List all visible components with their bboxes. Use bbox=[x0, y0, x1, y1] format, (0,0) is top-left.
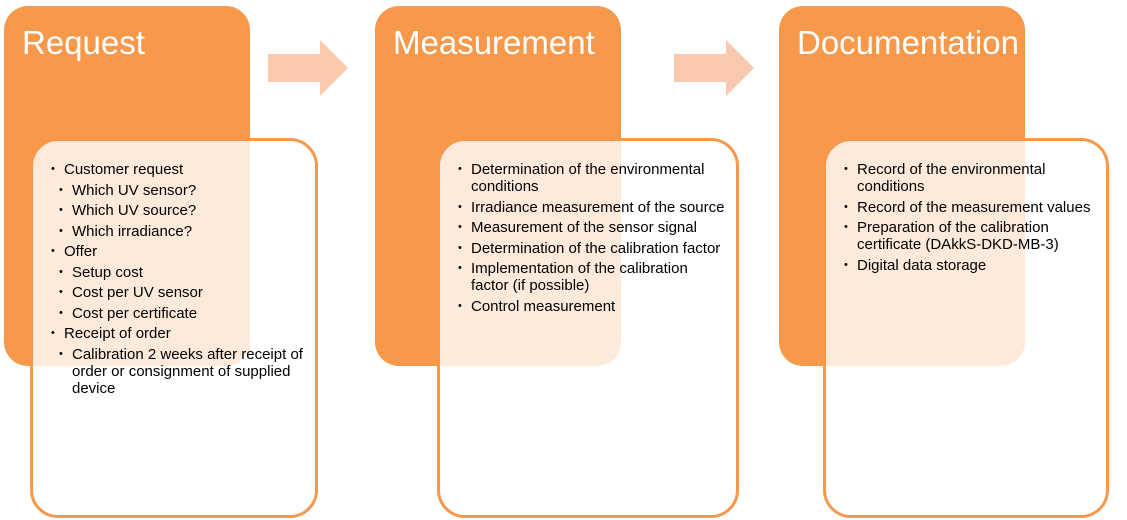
bullet-list-documentation: Record of the environmental conditionsRe… bbox=[844, 161, 1096, 277]
bullet-item: Implementation of the calibration factor… bbox=[458, 260, 726, 294]
bullet-item: Control measurement bbox=[458, 298, 726, 315]
bullet-item: Record of the environmental conditions bbox=[844, 161, 1096, 195]
stage-card-request: Customer requestWhich UV sensor? Which UV… bbox=[30, 138, 318, 518]
sub-bullet-item: Which UV sensor? bbox=[59, 182, 305, 199]
sub-bullet-item: Which UV source? bbox=[59, 202, 305, 219]
bullet-item: Determination of the calibration factor bbox=[458, 240, 726, 257]
right-arrow-icon bbox=[674, 40, 754, 96]
bullet-item: Customer request bbox=[51, 161, 305, 178]
bullet-list-request: Customer requestWhich UV sensor? Which UV… bbox=[51, 161, 305, 400]
sub-bullet-item: Cost per UV sensor bbox=[59, 284, 305, 301]
stage-title-measurement: Measurement bbox=[393, 24, 595, 61]
sub-bullet-item: Calibration 2 weeks after receipt of ord… bbox=[59, 346, 305, 397]
bullet-item: Determination of the environmental condi… bbox=[458, 161, 726, 195]
sub-bullet-item: Which irradiance? bbox=[59, 223, 305, 240]
right-arrow-icon bbox=[268, 40, 348, 96]
bullet-item: Preparation of the calibration certifica… bbox=[844, 219, 1096, 253]
stage-card-measurement: Determination of the environmental condi… bbox=[437, 138, 739, 518]
sub-bullet-item: Cost per certificate bbox=[59, 305, 305, 322]
bullet-item: Record of the measurement values bbox=[844, 199, 1096, 216]
bullet-item: Digital data storage bbox=[844, 257, 1096, 274]
stage-title-request: Request bbox=[22, 24, 145, 61]
bullet-item: Offer bbox=[51, 243, 305, 260]
stage-title-documentation: Documentation bbox=[797, 24, 1019, 61]
bullet-item: Receipt of order bbox=[51, 325, 305, 342]
bullet-item: Measurement of the sensor signal bbox=[458, 219, 726, 236]
stage-card-documentation: Record of the environmental conditionsRe… bbox=[823, 138, 1109, 518]
sub-bullet-item: Setup cost bbox=[59, 264, 305, 281]
bullet-item: Irradiance measurement of the source bbox=[458, 199, 726, 216]
bullet-list-measurement: Determination of the environmental condi… bbox=[458, 161, 726, 318]
